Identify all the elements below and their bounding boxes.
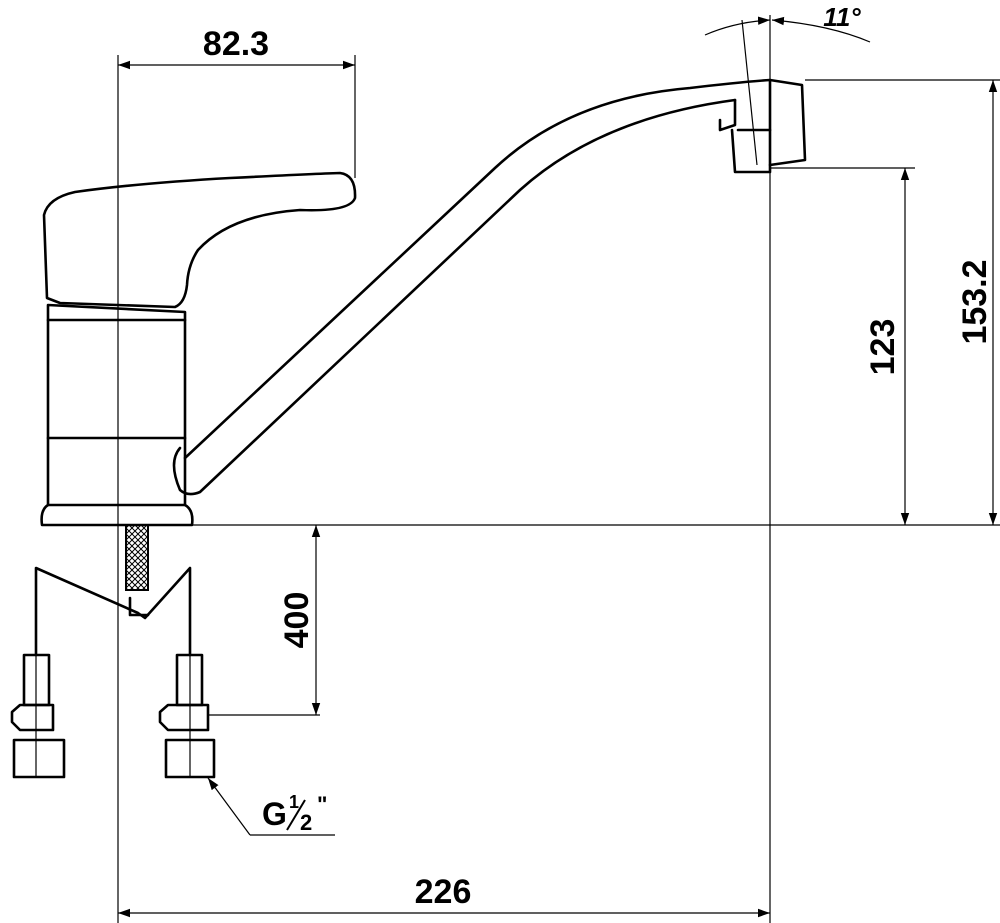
svg-text:G: G: [262, 796, 287, 832]
faucet-body: [40, 303, 194, 527]
handle-width-label: 82.3: [203, 25, 269, 63]
hose-assembly: [10, 524, 216, 779]
svg-text:2: 2: [300, 810, 312, 835]
svg-text:": ": [317, 792, 327, 817]
total-height-label: 153.2: [956, 259, 994, 344]
left-connector: [10, 653, 66, 779]
lever-handle: [42, 171, 357, 309]
right-connector: [158, 653, 216, 779]
spout-height-label: 123: [864, 319, 902, 376]
hose-length-label: 400: [278, 592, 316, 649]
dimension-lines: [117, 15, 1000, 923]
spout: [172, 78, 807, 496]
svg-text:1: 1: [289, 792, 299, 812]
reach-label: 226: [415, 873, 472, 911]
thread-size-label: G 1 2 ": [262, 792, 327, 835]
angle-label: 11°: [823, 2, 861, 32]
